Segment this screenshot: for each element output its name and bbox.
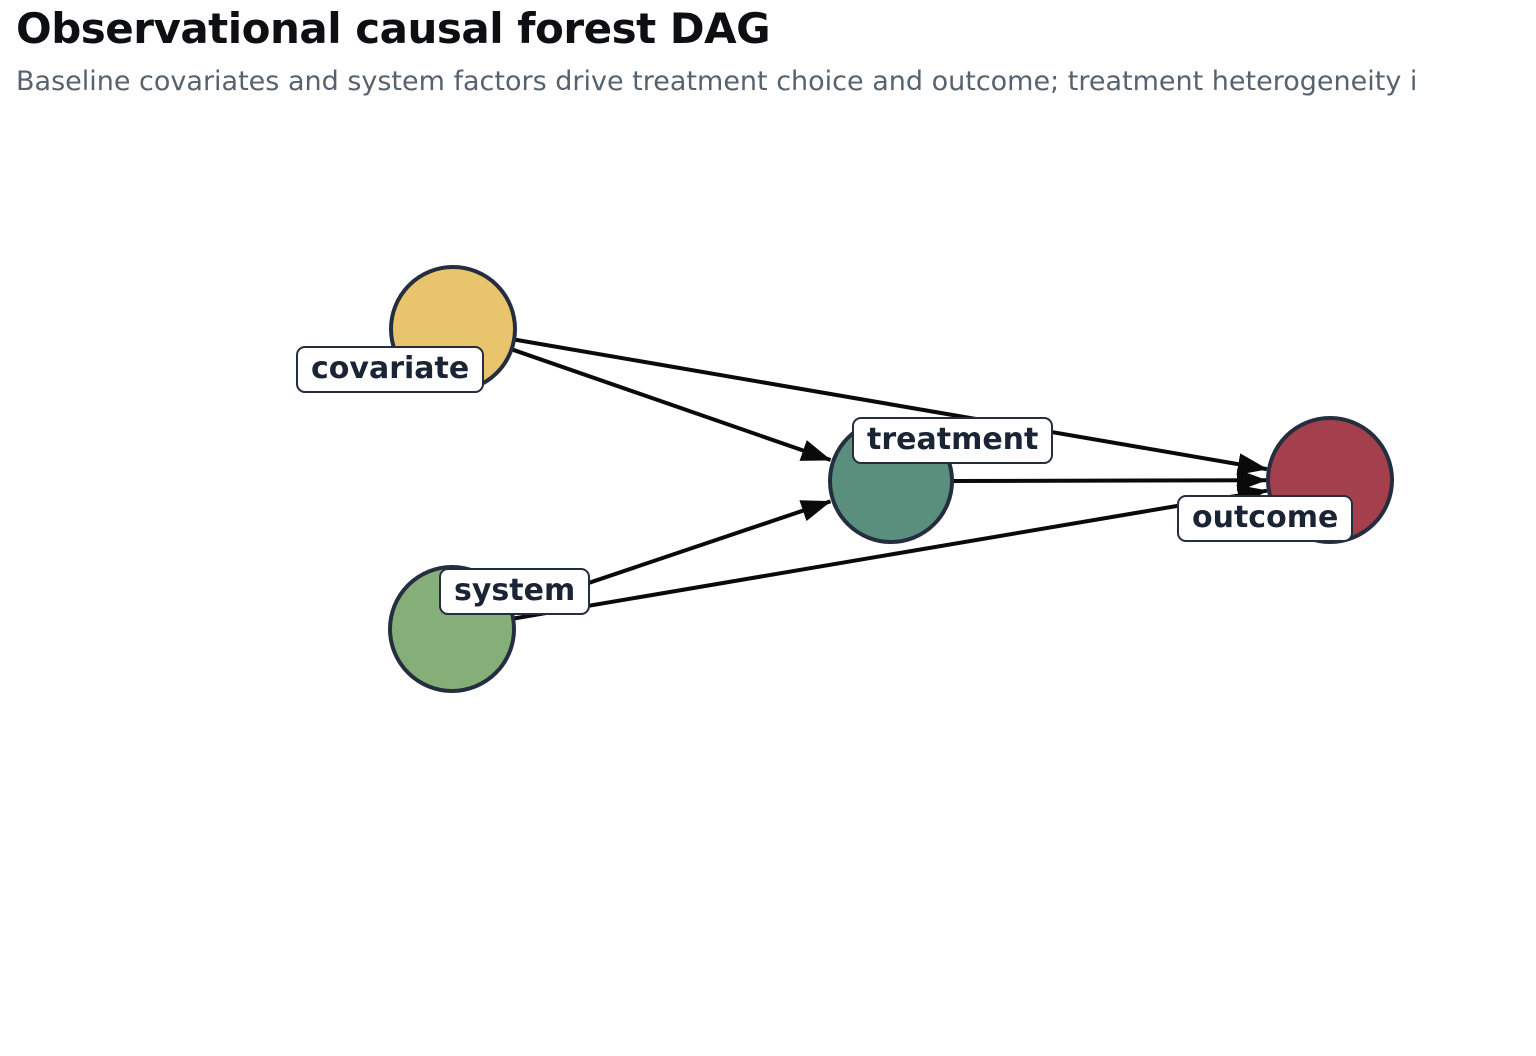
edge-covariate-outcome: [513, 337, 1268, 476]
page-subtitle: Baseline covariates and system factors d…: [16, 66, 1418, 97]
page-title: Observational causal forest DAG: [16, 4, 771, 53]
node-outcome-label: outcome: [1177, 495, 1354, 542]
edge-covariate-treatment: [510, 347, 832, 462]
edge-system-outcome: [512, 484, 1268, 621]
edge-treatment-outcome: [952, 469, 1267, 492]
node-treatment-label: treatment: [852, 417, 1054, 464]
node-system-label: system: [439, 568, 591, 615]
node-covariate-label: covariate: [296, 346, 485, 393]
